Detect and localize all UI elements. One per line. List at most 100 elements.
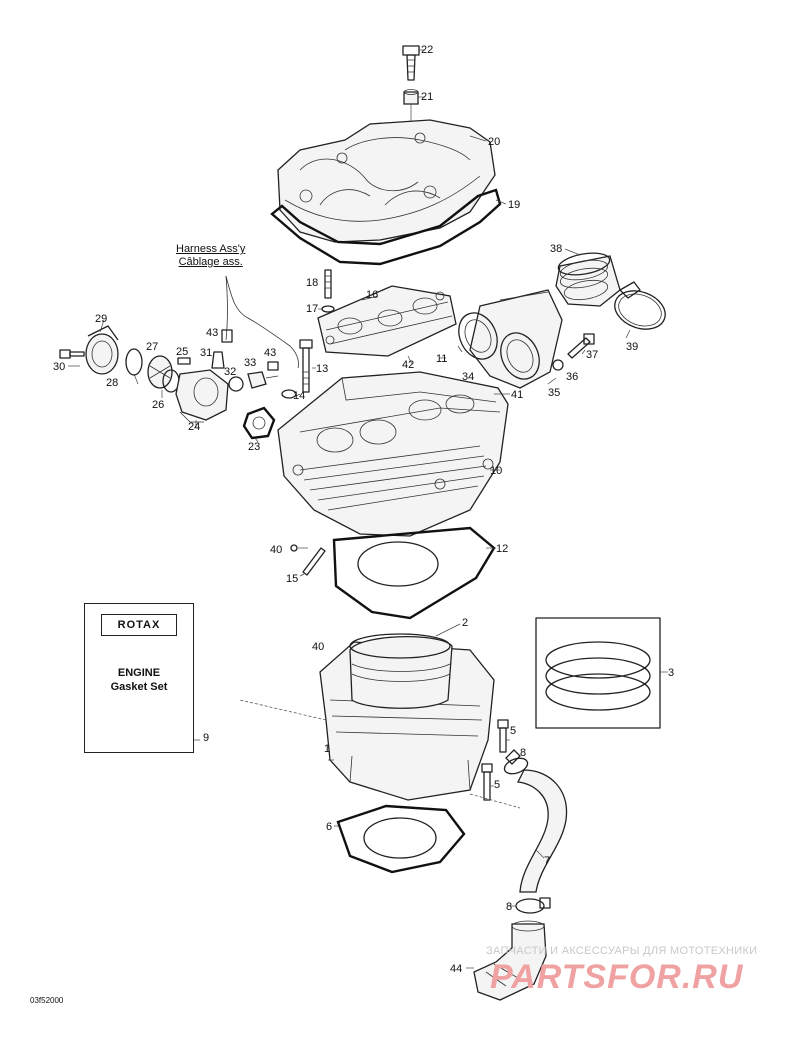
intake-screw [567,333,595,359]
callout-14: 14 [293,390,305,402]
valve-cover-gasket [270,188,502,266]
intake-boot [555,252,621,307]
callout-11: 11 [436,353,447,365]
cover-bolt-washer [403,89,419,105]
piston-rings-box [535,617,661,729]
thermostat-o-ring [125,348,143,376]
cylinder-bolt-upper [497,719,509,753]
harness-connector-b [267,361,279,371]
callout-20: 20 [488,136,500,148]
callout-27: 27 [146,341,158,353]
engine-gasket-set-box: ROTAX ENGINE Gasket Set [84,603,194,753]
cylinder-bolt-lower [481,763,493,801]
cylinder-head-gasket [332,526,496,620]
bleed-screw [177,357,191,365]
gasket-set-title-line1: ENGINE [117,667,161,679]
callout-40a: 40 [270,544,282,556]
drawing-code: 03f52000 [30,996,64,1005]
callout-labels: 22 21 20 19 38 18 16 17 43 29 27 25 31 3… [53,44,674,975]
callout-13: 13 [316,363,328,375]
water-hose [517,769,568,893]
outlet-gasket [242,406,276,440]
callout-7: 7 [544,855,550,867]
callout-29: 29 [95,313,107,325]
harness-assembly-label: Harness Ass'y Câblage ass. [176,243,245,269]
thermostat-cover [85,325,119,375]
callout-2: 2 [462,617,468,629]
rotax-logo: ROTAX [101,614,177,636]
watermark-text: ЗАПЧАСТИ И АКСЕССУАРЫ ДЛЯ МОТОТЕХНИКИ [486,945,758,957]
hose-clamp-lower [515,897,551,914]
callout-18: 18 [306,277,318,289]
callout-9: 9 [203,732,210,744]
callout-19: 19 [508,199,520,211]
temperature-switch [247,371,279,389]
water-outlet-housing [175,369,229,423]
callout-17: 17 [306,303,318,315]
callout-24: 24 [188,421,200,433]
harness-wire [225,275,299,369]
callout-5b: 5 [494,779,500,791]
callout-21: 21 [421,91,433,103]
hose-clamp-upper [503,749,529,775]
intake-washer [552,359,564,371]
callout-34: 34 [462,371,474,383]
stud-washer [321,305,335,313]
thermostat-screw [59,349,85,359]
cylinder-head-bolt [299,339,313,393]
callout-1: 1 [324,743,330,755]
callout-26: 26 [152,399,164,411]
callout-44: 44 [450,963,462,975]
callout-39: 39 [626,341,638,353]
callout-22: 22 [421,44,433,56]
callout-43a: 43 [206,327,218,339]
callout-16: 16 [366,289,378,301]
cover-bolt [402,45,420,81]
callout-30: 30 [53,361,65,373]
callout-38: 38 [550,243,562,255]
callout-32: 32 [224,366,236,378]
harness-connector-a [221,329,233,343]
intake-boot-clamp [614,281,666,330]
dowel-pin [302,547,326,576]
callout-25: 25 [176,346,188,358]
callout-23: 23 [248,441,260,453]
callout-42: 42 [402,359,414,371]
o-ring-dot [290,544,298,552]
piston [349,633,453,709]
callout-12: 12 [496,543,508,555]
valve-cover [277,119,496,243]
callout-5a: 5 [510,725,516,737]
callout-15: 15 [286,573,298,585]
cylinder-base-gasket [336,804,466,874]
callout-8b: 8 [506,901,512,913]
thermostat [147,355,173,389]
washer [281,389,297,399]
callout-31: 31 [200,347,212,359]
callout-43b: 43 [264,347,276,359]
watermark-logo: PARTSFOR.RU [490,958,744,996]
harness-label-line1: Harness Ass'y [176,243,246,255]
callout-41: 41 [511,389,523,401]
callout-35: 35 [548,387,560,399]
gasket-set-title: ENGINE Gasket Set [85,666,193,694]
harness-label-line2: Câblage ass. [178,256,243,268]
intake-manifold [458,289,563,389]
cylinder-head [277,371,509,537]
rocker-arm-assembly [317,285,457,357]
sensor-washer [228,376,244,392]
callout-6: 6 [326,821,332,833]
water-elbow [473,920,547,1001]
callout-37: 37 [586,349,598,361]
stud [324,269,332,299]
callout-36: 36 [566,371,578,383]
callout-40b: 40 [312,641,324,653]
callout-8a: 8 [520,747,526,759]
callout-33: 33 [244,357,256,369]
callout-10: 10 [490,465,502,477]
gasket-set-title-line2: Gasket Set [110,681,168,693]
callout-28: 28 [106,377,118,389]
callout-3: 3 [668,667,674,679]
temperature-sensor [211,351,225,369]
